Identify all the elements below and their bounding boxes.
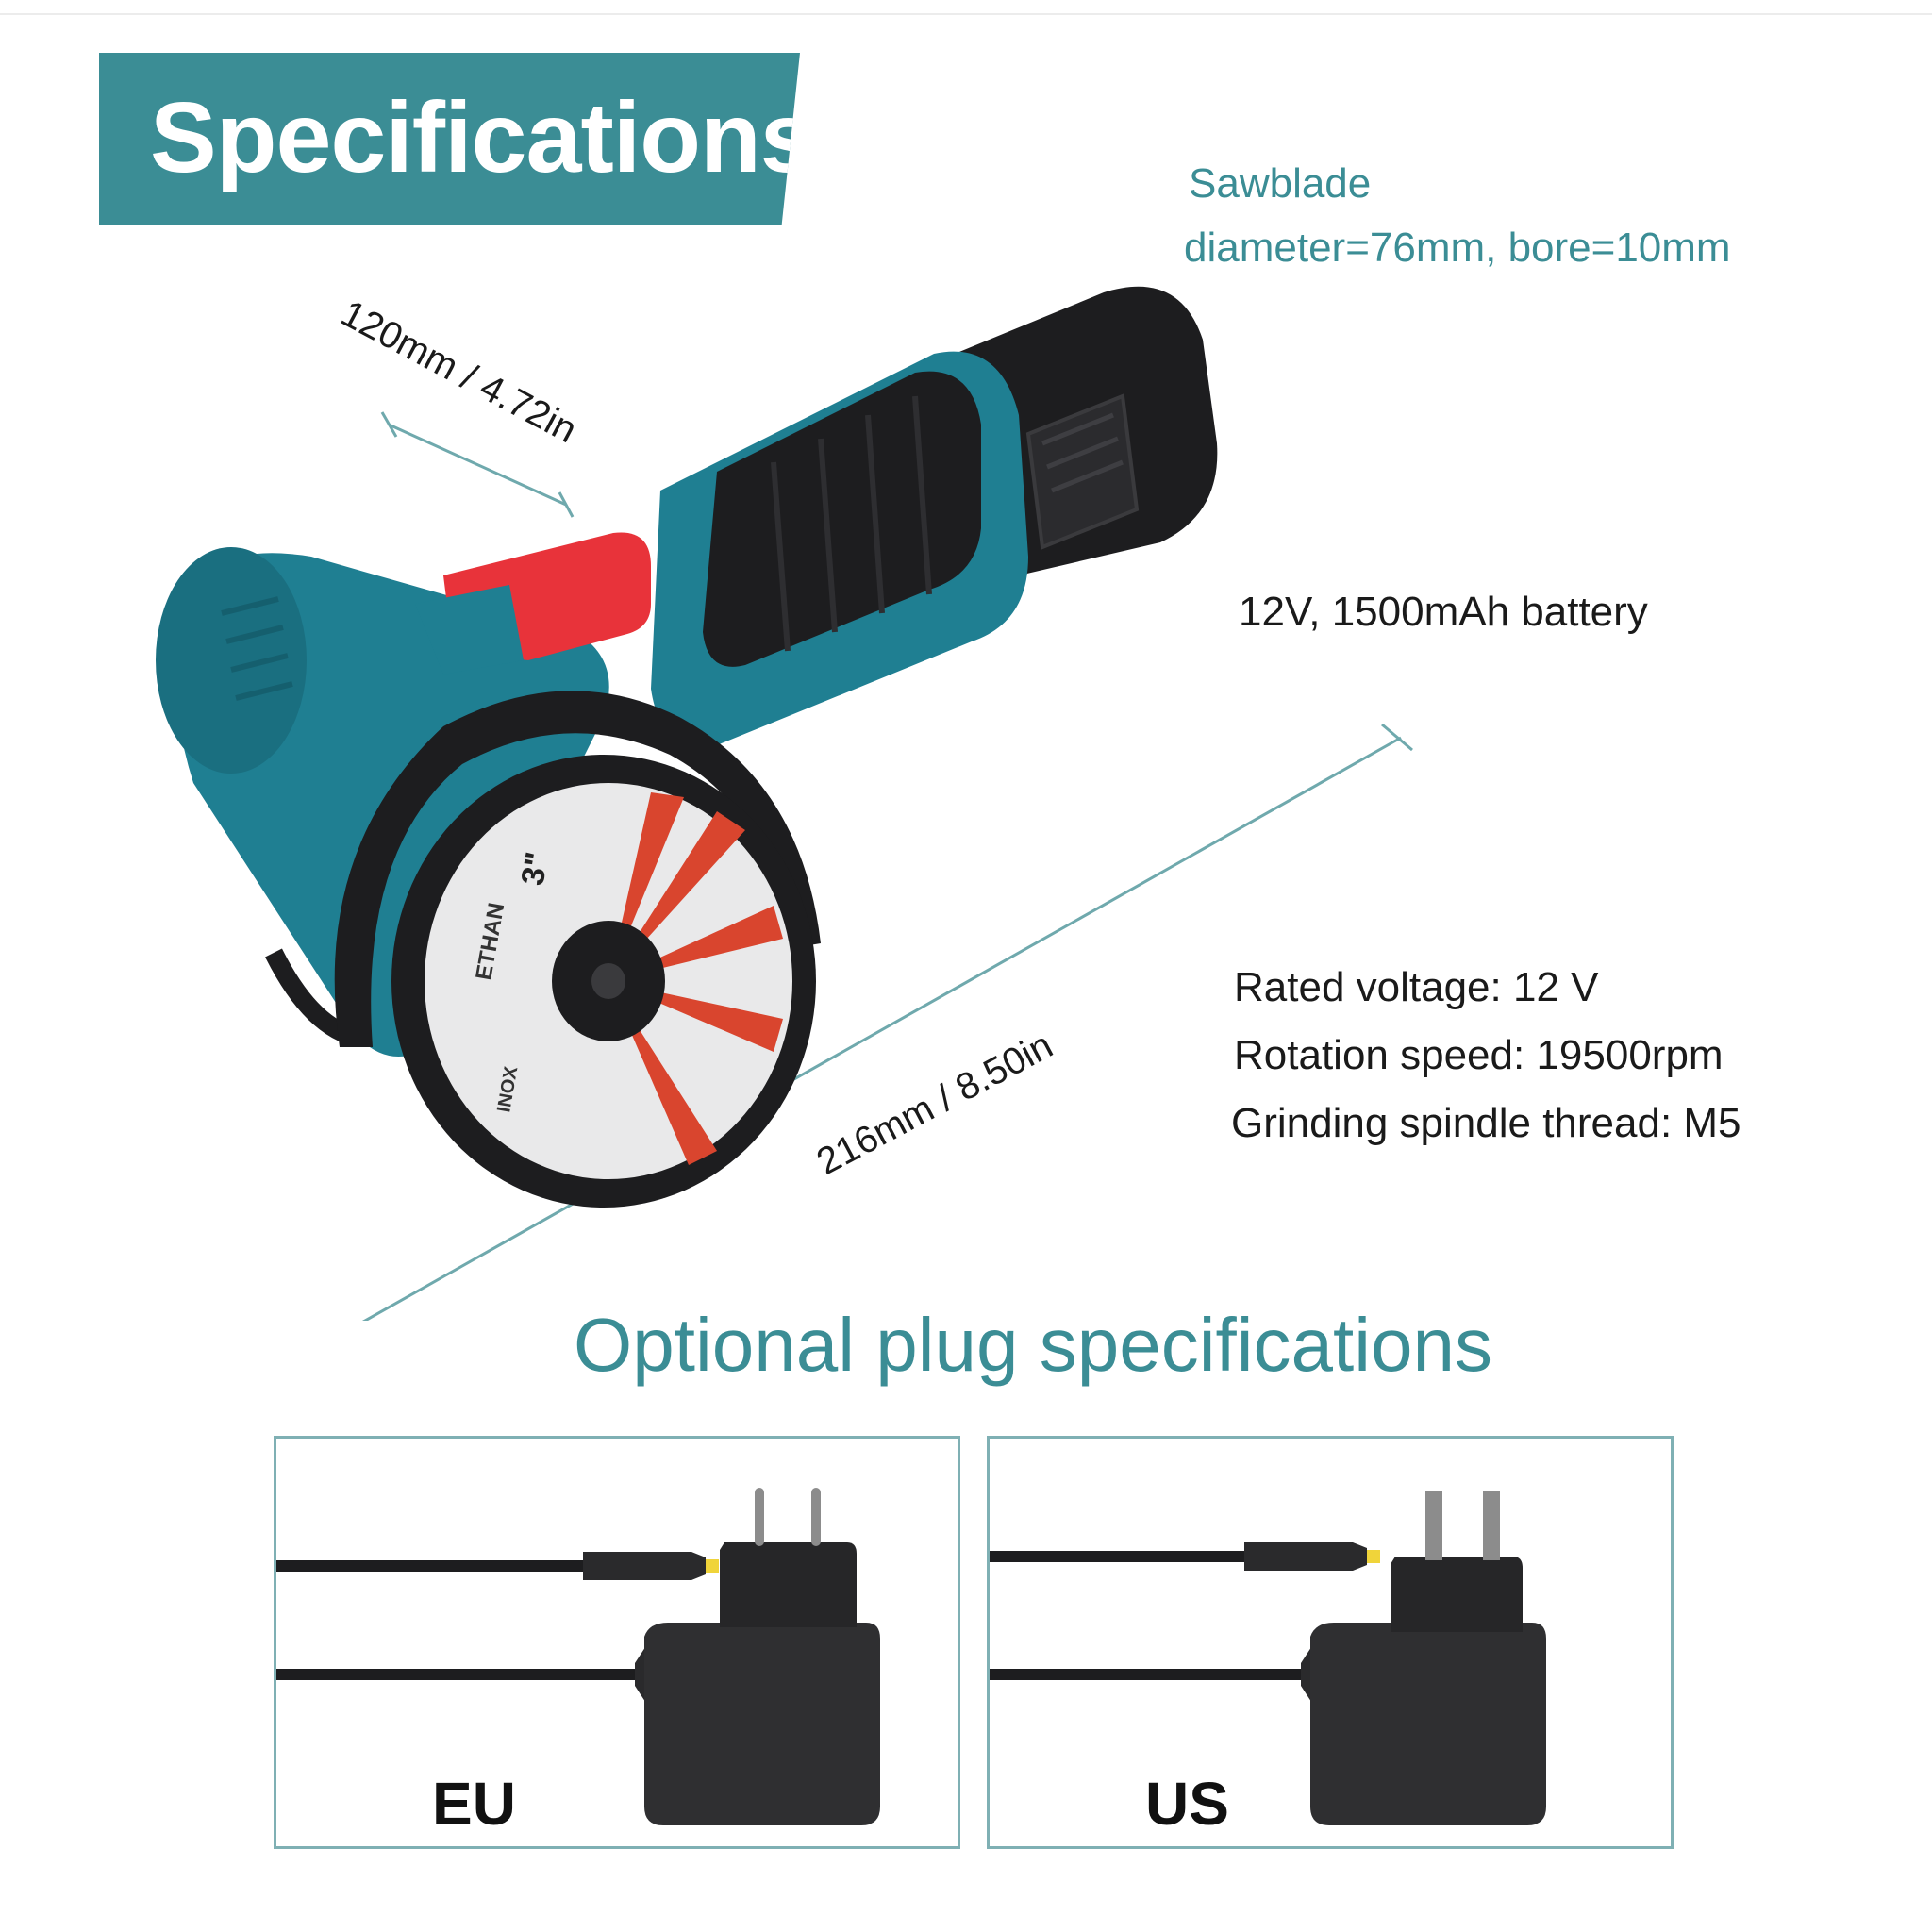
angle-grinder-illustration: ETHAN 3" INOX — [156, 286, 1413, 1321]
battery-spec: 12V, 1500mAh battery — [1239, 589, 1648, 635]
grinder-body — [651, 351, 1028, 747]
us-plug-option: US — [987, 1436, 1674, 1849]
eu-charger-icon — [276, 1488, 880, 1825]
blade-size: 3" — [514, 849, 556, 888]
width-dimension-line — [361, 723, 1413, 1321]
us-plug-label: US — [1145, 1770, 1229, 1838]
power-switch — [415, 532, 651, 675]
eu-plug-option: EU — [274, 1436, 960, 1849]
rotation-speed-spec: Rotation speed: 19500rpm — [1234, 1032, 1724, 1078]
plug-section-title: Optional plug specifications — [574, 1303, 1492, 1387]
page-title: Specifications — [150, 82, 815, 193]
sawblade-label: Sawblade — [1189, 160, 1372, 207]
cutting-disc: ETHAN 3" INOX — [391, 755, 816, 1208]
spindle-thread-spec: Grinding spindle thread: M5 — [1231, 1100, 1741, 1146]
sawblade-value: diameter=76mm, bore=10mm — [1184, 225, 1731, 271]
specifications-banner: Specifications — [99, 53, 800, 225]
top-divider — [0, 13, 1932, 15]
eu-plug-label: EU — [432, 1770, 516, 1838]
length-dimension-line — [380, 411, 575, 518]
rated-voltage-spec: Rated voltage: 12 V — [1234, 964, 1599, 1010]
us-charger-icon — [990, 1491, 1546, 1825]
